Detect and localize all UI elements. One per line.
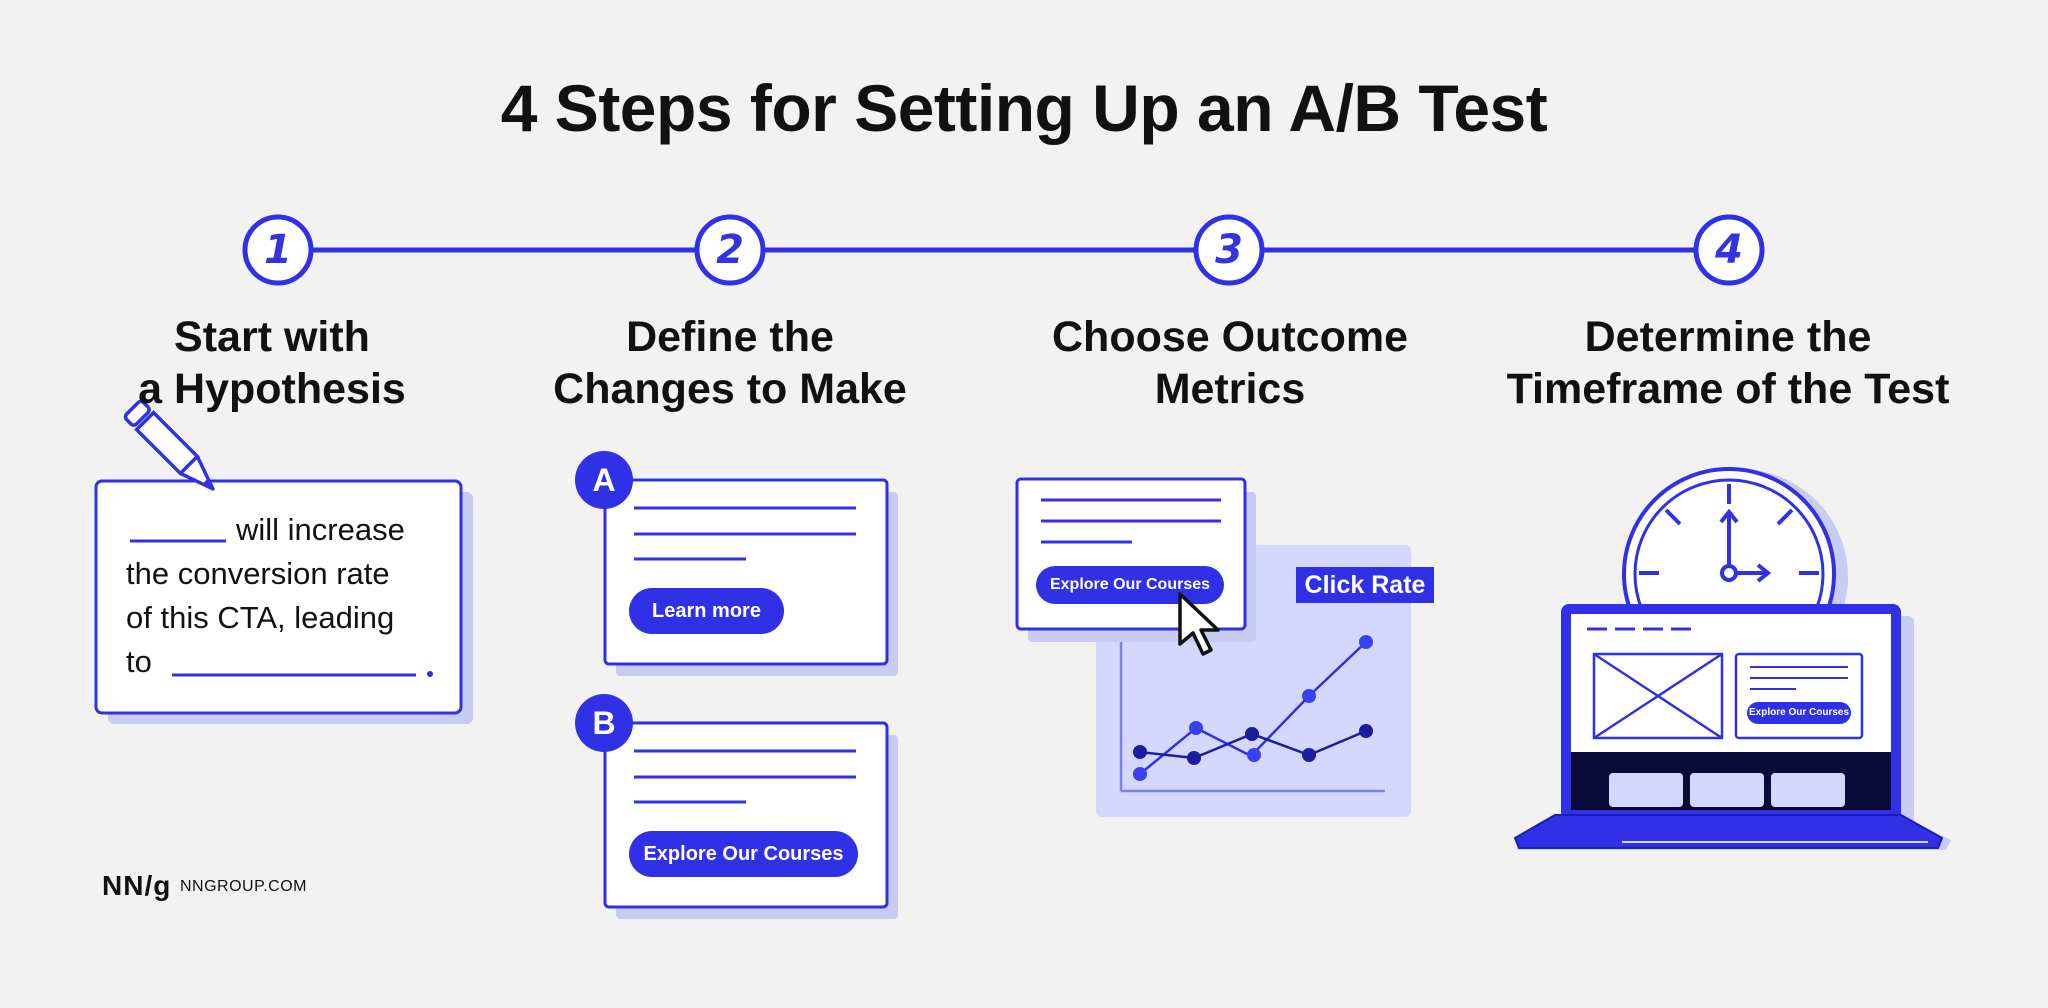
variant-b-badge: B [575,694,633,752]
step-4-title-line1: Determine the [1584,313,1872,361]
variant-b-card [603,721,898,919]
step-2-title-line2: Changes to Make [553,365,907,413]
variant-a-badge: A [575,451,633,509]
brand-url: NNGROUP.COM [180,878,307,895]
step-2-title: Define the Changes to Make [470,311,990,415]
step-4-title: Determine the Timeframe of the Test [1468,311,1988,415]
explore-courses-button-b[interactable]: Explore Our Courses [629,831,858,877]
pencil-icon [123,399,215,491]
nng-logo: NN/g [102,870,172,901]
hypothesis-card [94,479,473,724]
hypothesis-line-1: will increase [236,512,405,547]
step-4-circle [1693,214,1765,286]
step-3-circle [1193,214,1265,286]
step-2-number: 2 [716,227,744,273]
step-4-number: 4 [1715,227,1743,273]
step-1-title-line1: Start with [174,313,370,361]
hypothesis-line-4: to [126,644,152,679]
page-title: 4 Steps for Setting Up an A/B Test [500,71,1548,145]
laptop-icon [1514,604,1951,850]
hypothesis-text: will increase the conversion rate of thi… [126,508,456,684]
step-3-title-line1: Choose Outcome [1052,313,1408,361]
step-1-title: Start with a Hypothesis [12,311,532,415]
explore-courses-button-metrics[interactable]: Explore Our Courses [1036,566,1224,604]
step-3-number: 3 [1215,227,1243,273]
step-3-title: Choose Outcome Metrics [970,311,1490,415]
step-1-number: 1 [264,227,292,273]
hypothesis-line-3: of this CTA, leading [126,600,395,635]
hypothesis-line-2: the conversion rate [126,556,390,591]
step-3-title-line2: Metrics [1154,365,1306,413]
variant-a-card [603,478,898,676]
step-4-title-line2: Timeframe of the Test [1506,365,1950,413]
learn-more-button[interactable]: Learn more [629,588,784,634]
step-2-title-line1: Define the [626,313,834,361]
step-1-circle [242,214,314,286]
cursor-icon [1178,592,1220,656]
explore-courses-button-laptop[interactable]: Explore Our Courses [1747,702,1851,724]
click-rate-label: Click Rate [1296,567,1434,603]
step-1-title-line2: a Hypothesis [138,365,406,413]
step-2-circle [694,214,766,286]
